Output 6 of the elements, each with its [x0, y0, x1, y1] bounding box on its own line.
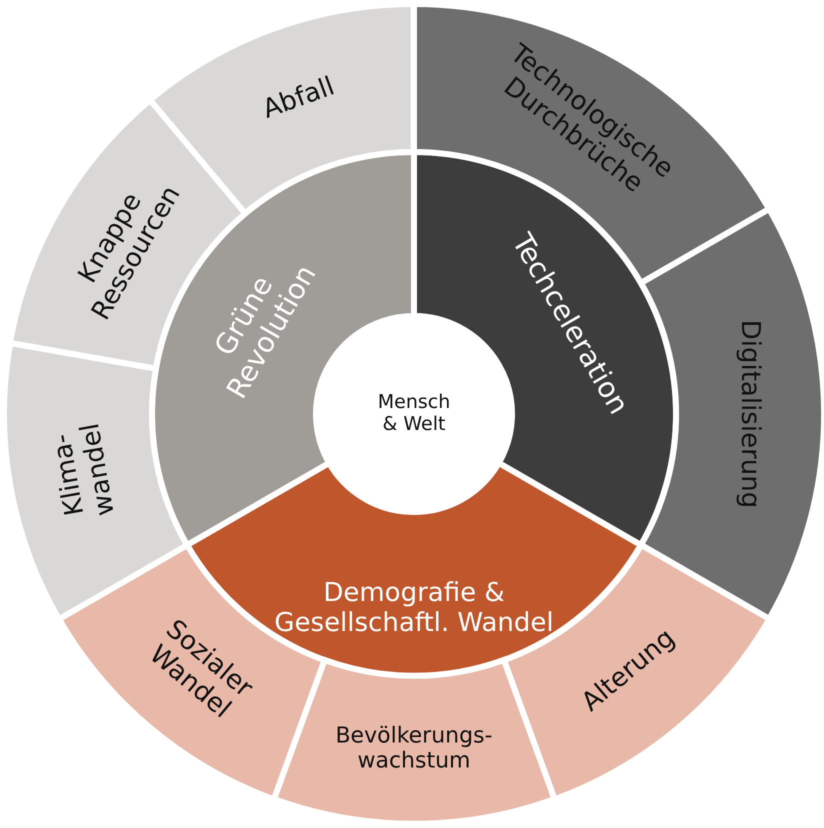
segment-label: Bevölkerungs- wachstum — [334, 724, 494, 774]
segment-label: Klima- wandel — [46, 420, 122, 520]
segment-label: Demografie & Gesellschaftl. Wandel — [273, 579, 555, 639]
segment-label: Digitalisierung — [734, 318, 764, 510]
center-label: Mensch & Welt — [376, 392, 452, 436]
segment-label: Abfall — [258, 70, 340, 128]
